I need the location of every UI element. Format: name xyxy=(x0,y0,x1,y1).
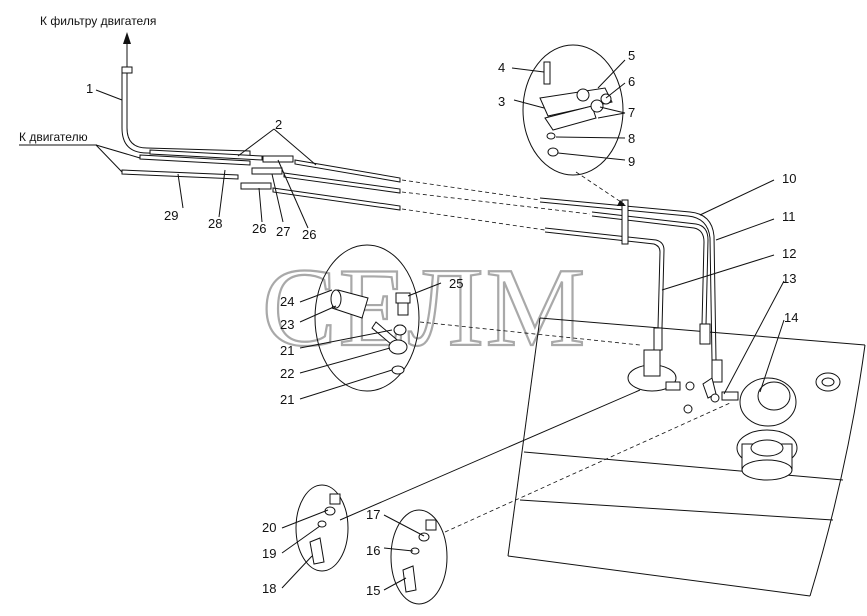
dashed-link-middle xyxy=(401,191,591,215)
callout-17: 17 xyxy=(366,507,380,522)
callout-25: 25 xyxy=(449,276,463,291)
callout-labels: 1 2 3 4 5 6 7 8 9 10 11 12 13 14 15 16 1… xyxy=(86,48,798,598)
callout-21-upper: 21 xyxy=(280,343,294,358)
pipe-clamp xyxy=(621,199,629,245)
intake-fitting xyxy=(627,327,695,414)
callout-23: 23 xyxy=(280,317,294,332)
callout-8: 8 xyxy=(628,131,635,146)
fitting-detail-bubble xyxy=(314,244,420,392)
callout-3: 3 xyxy=(498,94,505,109)
bubble-15-dashed-pointer xyxy=(444,402,731,533)
fuel-sender xyxy=(736,377,798,481)
callout-4: 4 xyxy=(498,60,505,75)
return-fitting xyxy=(699,323,739,403)
callout-28: 28 xyxy=(208,216,222,231)
callout-6: 6 xyxy=(628,74,635,89)
clamp-detail-bubble xyxy=(522,44,624,176)
callout-29: 29 xyxy=(164,208,178,223)
leader-lines xyxy=(95,59,785,591)
bubble-18-pointer xyxy=(339,389,641,521)
connector-26-upper xyxy=(262,155,294,163)
callout-10: 10 xyxy=(782,171,796,186)
dashed-link-lower xyxy=(401,208,546,231)
arrow-up-icon xyxy=(123,32,131,44)
callout-15: 15 xyxy=(366,583,380,598)
callout-24: 24 xyxy=(280,294,294,309)
callout-12: 12 xyxy=(782,246,796,261)
callout-26-left: 26 xyxy=(252,221,266,236)
left-tube-set xyxy=(121,149,401,211)
callout-1: 1 xyxy=(86,81,93,96)
callout-20: 20 xyxy=(262,520,276,535)
callout-19: 19 xyxy=(262,546,276,561)
right-tube-set xyxy=(539,197,717,361)
bubble-18-20 xyxy=(295,484,349,572)
callout-11: 11 xyxy=(782,209,796,224)
callout-18: 18 xyxy=(262,581,276,596)
callout-7: 7 xyxy=(628,105,635,120)
callout-16: 16 xyxy=(366,543,380,558)
callout-2: 2 xyxy=(275,117,282,132)
callout-22: 22 xyxy=(280,366,294,381)
connector-26-lower xyxy=(240,182,272,190)
caption-to-filter: К фильтру двигателя xyxy=(40,14,156,28)
callout-27: 27 xyxy=(276,224,290,239)
pipe-1 xyxy=(121,66,251,157)
fitting-dashed-pointer xyxy=(419,321,641,346)
connector-27 xyxy=(251,167,283,175)
dashed-link-upper xyxy=(401,179,541,201)
callout-21-lower: 21 xyxy=(280,392,294,407)
watermark: СЕЛМ xyxy=(262,246,587,370)
arrow-down-icon xyxy=(617,200,626,206)
clamp-dashed-pointer xyxy=(575,171,625,205)
caption-to-engine: К двигателю xyxy=(19,130,88,144)
bubble-15-17 xyxy=(390,509,448,605)
callout-26-right: 26 xyxy=(302,227,316,242)
callout-5: 5 xyxy=(628,48,635,63)
callout-13: 13 xyxy=(782,271,796,286)
callout-14: 14 xyxy=(784,310,798,325)
callout-9: 9 xyxy=(628,154,635,169)
